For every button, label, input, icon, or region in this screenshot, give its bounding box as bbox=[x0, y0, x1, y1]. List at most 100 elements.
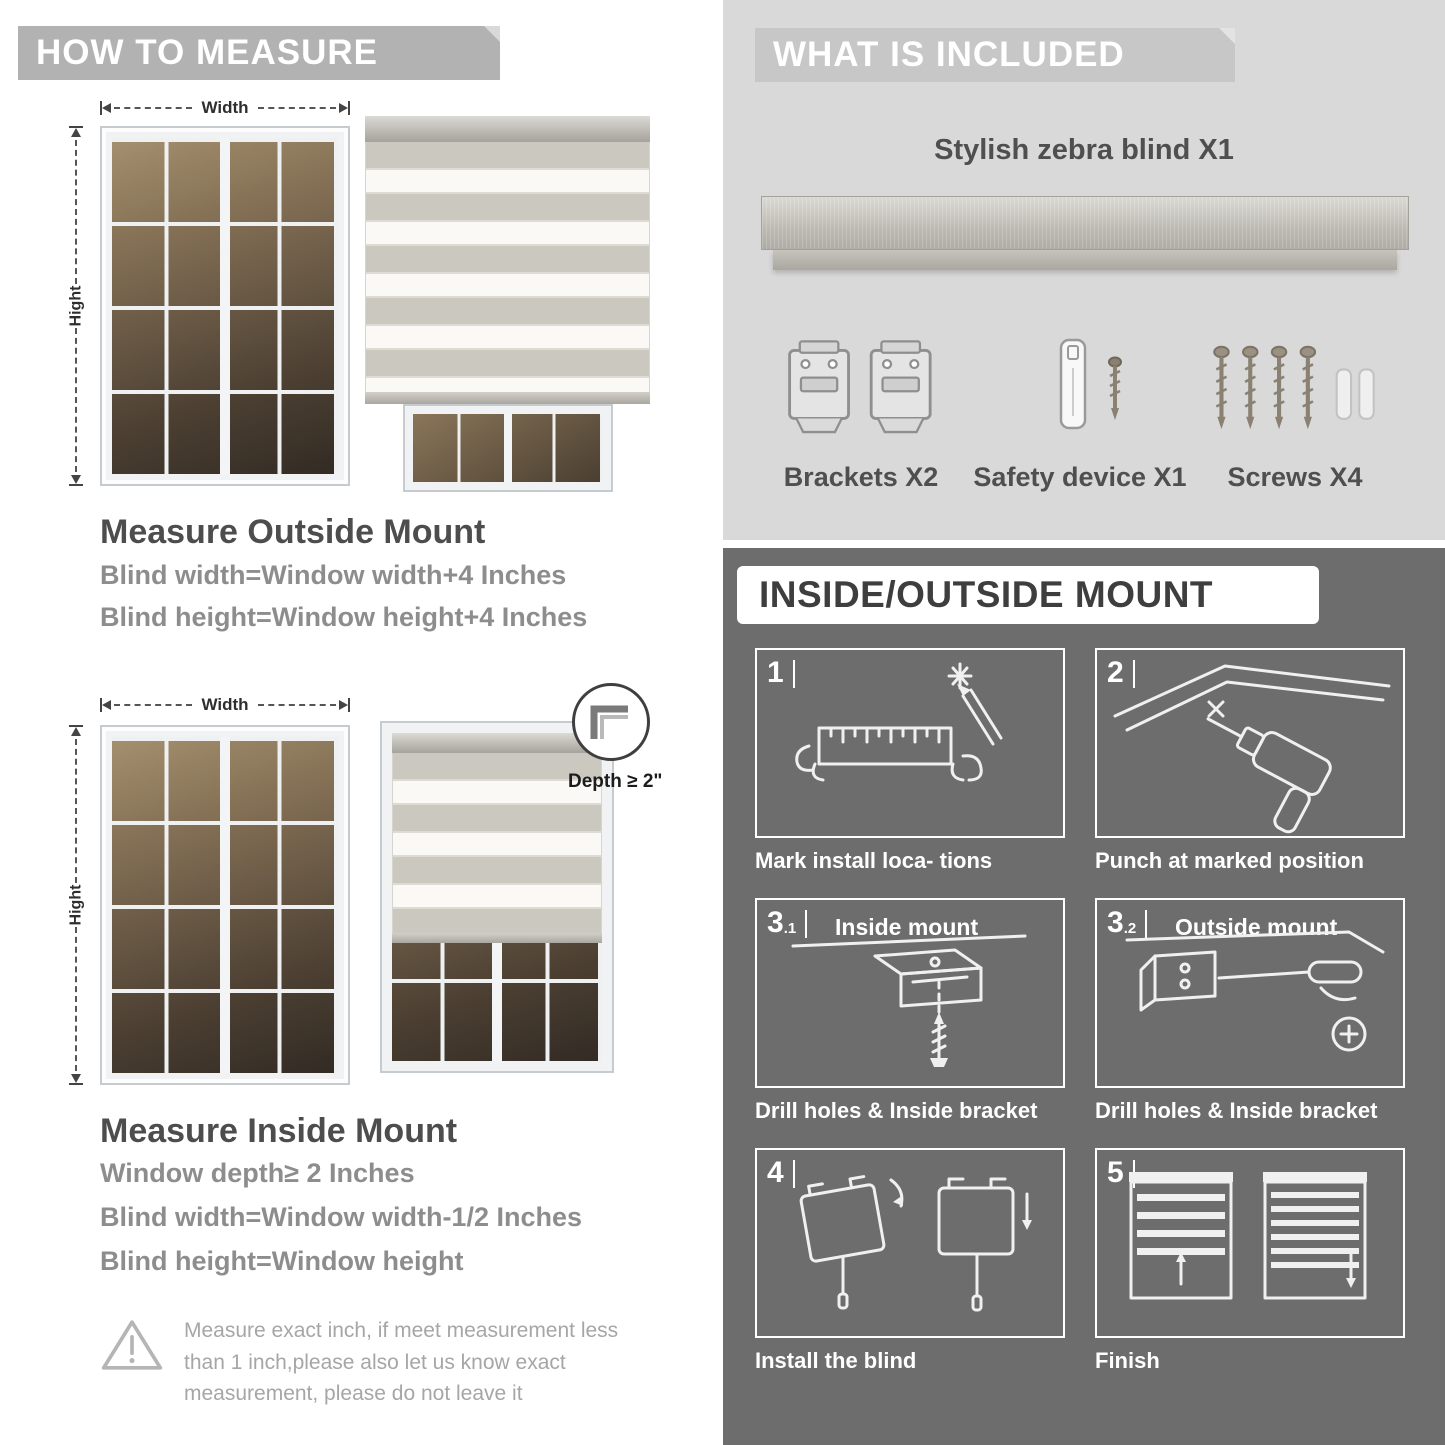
arrow-head-down bbox=[71, 475, 81, 484]
inside-mount-diagram: Width Hight bbox=[60, 683, 680, 1107]
window-glass bbox=[112, 138, 338, 474]
inside-bracket-illustration bbox=[791, 934, 1027, 1067]
step-3-1-label: Inside mount bbox=[835, 914, 979, 940]
warning-triangle-icon bbox=[101, 1320, 163, 1370]
warning-text: Measure exact inch, if meet measurement … bbox=[184, 1319, 619, 1405]
arrow-line bbox=[257, 704, 336, 706]
arrow-line bbox=[75, 927, 77, 1071]
mount-header: INSIDE/OUTSIDE MOUNT bbox=[737, 566, 1319, 624]
step-3-2: 3 .2 Outside mount bbox=[1095, 898, 1405, 1126]
number-divider bbox=[805, 910, 808, 938]
step-2-caption: Punch at marked position bbox=[1095, 848, 1364, 873]
step-4-caption: Install the blind bbox=[755, 1348, 917, 1373]
screws-icon bbox=[1183, 328, 1407, 450]
arrow-head-left bbox=[102, 700, 111, 710]
height-label: Hight bbox=[67, 285, 84, 327]
arrow-line bbox=[114, 107, 193, 109]
step-2-panel: 2 bbox=[1095, 648, 1405, 838]
step-number-text: 1 bbox=[767, 656, 784, 689]
height-arrow: Hight bbox=[66, 725, 86, 1085]
height-label: Hight bbox=[67, 884, 84, 926]
width-arrow: Width bbox=[100, 695, 350, 715]
blind-shade bbox=[392, 753, 602, 933]
screws-label: Screws X4 bbox=[1227, 462, 1363, 492]
what-is-included-header: WHAT IS INCLUDED bbox=[755, 28, 1235, 82]
measurement-warning: Measure exact inch, if meet measurement … bbox=[100, 1315, 645, 1410]
width-label: Width bbox=[201, 98, 249, 117]
window-illustration bbox=[100, 725, 350, 1085]
window-glass bbox=[112, 737, 338, 1073]
window-glass bbox=[412, 414, 603, 482]
step-3-2-panel: 3 .2 Outside mount bbox=[1095, 898, 1405, 1088]
blind-inside-area bbox=[392, 733, 602, 1061]
step-5-caption: Finish bbox=[1095, 1348, 1160, 1373]
number-divider bbox=[1132, 660, 1135, 688]
frame-corner-icon bbox=[590, 705, 628, 739]
arrow-head-right bbox=[339, 700, 348, 710]
arrow-line bbox=[75, 140, 77, 284]
arrow-head-up bbox=[71, 727, 81, 736]
step-number: 1 bbox=[767, 658, 795, 688]
safety-device-label: Safety device X1 bbox=[973, 462, 1187, 492]
included-item-brackets: Brackets X2 bbox=[751, 328, 971, 493]
blind-cassette bbox=[392, 733, 602, 753]
number-divider bbox=[792, 1160, 795, 1188]
headrail-bar bbox=[761, 196, 1409, 250]
outside-formula-height: Blind height=Window height+4 Inches bbox=[100, 602, 588, 632]
arrow-tick bbox=[348, 101, 350, 115]
height-arrow: Hight bbox=[66, 126, 86, 486]
arrow-head-right bbox=[339, 103, 348, 113]
zebra-blind-inside-illustration bbox=[380, 721, 614, 1073]
depth-callout-circle bbox=[572, 683, 650, 761]
arrow-line bbox=[114, 704, 193, 706]
inside-mount-title: Measure Inside Mount bbox=[100, 1112, 458, 1150]
step-1: 1 Mark install loca- tions bbox=[755, 648, 1065, 876]
step-3-1-panel: 3 .1 Inside mount bbox=[755, 898, 1065, 1088]
arrow-tick bbox=[69, 725, 83, 727]
how-to-measure-title: HOW TO MEASURE bbox=[36, 33, 378, 72]
step-number-text: 2 bbox=[1107, 656, 1124, 689]
step-3-1: 3 .1 Inside mount bbox=[755, 898, 1065, 1126]
number-divider bbox=[792, 660, 795, 688]
step-number: 3 .2 bbox=[1107, 908, 1148, 938]
step-number: 4 bbox=[767, 1158, 795, 1188]
how-to-measure-section: HOW TO MEASURE Width Hight bbox=[0, 0, 710, 1445]
headrail-valance bbox=[773, 250, 1397, 270]
step-number-sub: .2 bbox=[1123, 920, 1137, 937]
inside-formula-width: Blind width=Window width-1/2 Inches bbox=[100, 1202, 583, 1232]
brackets-icon bbox=[751, 328, 971, 450]
step-4-panel: 4 bbox=[755, 1148, 1065, 1338]
depth-callout-label: Depth ≥ 2" bbox=[568, 771, 663, 792]
zebra-blind-outside-illustration bbox=[365, 116, 650, 494]
outside-mount-title: Measure Outside Mount bbox=[100, 513, 486, 551]
blind-bottom-rail bbox=[365, 392, 650, 404]
number-divider bbox=[1145, 910, 1148, 938]
step-3-1-caption: Drill holes & Inside bracket bbox=[755, 1098, 1038, 1123]
outside-formula-width: Blind width=Window width+4 Inches bbox=[100, 560, 567, 590]
step-3-2-caption: Drill holes & Inside bracket bbox=[1095, 1098, 1378, 1123]
safety-device-icon bbox=[963, 328, 1197, 450]
included-item-safety-device: Safety device X1 bbox=[963, 328, 1197, 493]
mount-instructions-section: INSIDE/OUTSIDE MOUNT 1 bbox=[723, 548, 1445, 1445]
step-1-caption: Mark install loca- tions bbox=[755, 848, 993, 873]
included-item-screws: Screws X4 bbox=[1183, 328, 1407, 493]
arrow-tick bbox=[348, 698, 350, 712]
outside-mount-diagram: Width Hight bbox=[60, 98, 660, 503]
step-number: 2 bbox=[1107, 658, 1135, 688]
arrow-line bbox=[75, 328, 77, 472]
arrow-tick bbox=[69, 484, 83, 486]
blind-shade bbox=[365, 142, 650, 392]
arrow-head-up bbox=[71, 128, 81, 137]
step-number-text: 5 bbox=[1107, 1156, 1124, 1189]
arrow-tick bbox=[69, 126, 83, 128]
brackets-label: Brackets X2 bbox=[783, 462, 939, 492]
step-1-panel: 1 bbox=[755, 648, 1065, 838]
step-number-text: 4 bbox=[767, 1156, 784, 1189]
finish-blinds-illustration bbox=[1129, 1172, 1367, 1300]
step-4: 4 bbox=[755, 1148, 1065, 1376]
blind-shade-block bbox=[392, 733, 602, 943]
step-number-sub: .1 bbox=[783, 920, 797, 937]
arrow-tick bbox=[69, 1083, 83, 1085]
what-is-included-title: WHAT IS INCLUDED bbox=[773, 35, 1125, 74]
